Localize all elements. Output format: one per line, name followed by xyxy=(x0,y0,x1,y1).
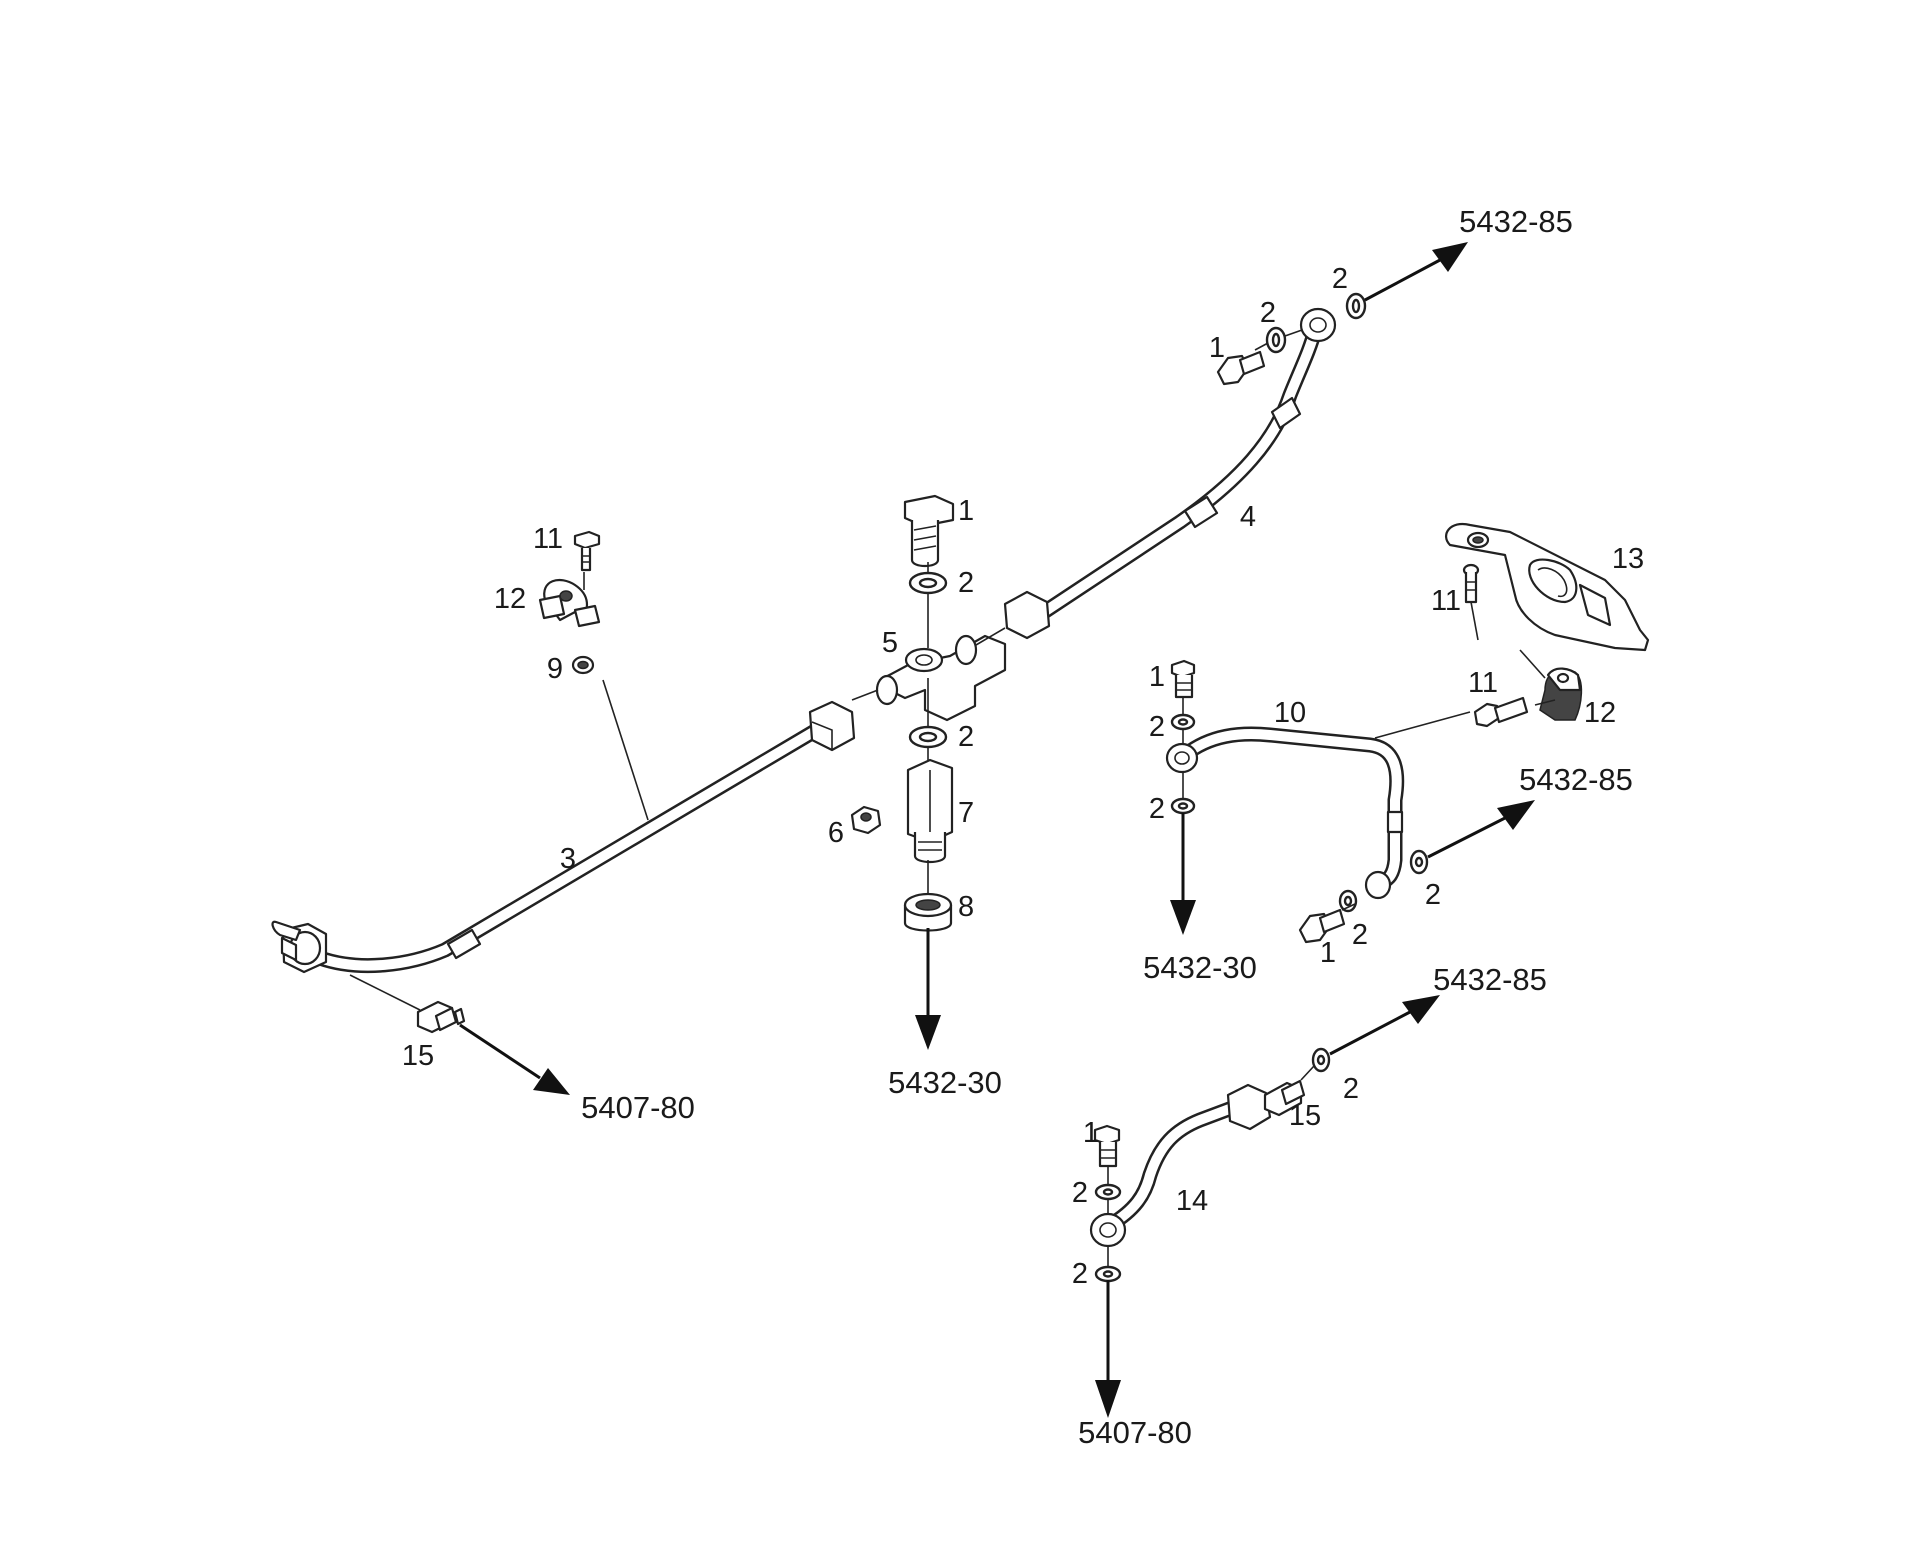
banjo-bolt-1-right xyxy=(1170,659,1196,699)
label-5: 5 xyxy=(882,627,898,659)
label-2-right-bottom: 2 xyxy=(1149,793,1165,825)
label-2-bottom-right: 2 xyxy=(1343,1073,1359,1105)
label-12-right: 12 xyxy=(1584,697,1616,729)
label-2-bottom-lower: 2 xyxy=(1072,1258,1088,1290)
pipe-4 xyxy=(1003,307,1337,640)
washers-2 xyxy=(908,292,1429,1283)
label-13: 13 xyxy=(1612,543,1644,575)
label-3: 3 xyxy=(560,843,576,875)
label-2-center-bottom: 2 xyxy=(958,721,974,753)
ref-top: 5432-85 xyxy=(1459,204,1573,239)
label-12-left: 12 xyxy=(494,583,526,615)
pipe-10 xyxy=(1165,726,1405,900)
label-1-upper: 1 xyxy=(1209,332,1225,364)
nut-6 xyxy=(850,805,882,835)
label-9: 9 xyxy=(547,653,563,685)
banjo-bolt-1-lower xyxy=(1298,908,1346,944)
label-2-upper-a: 2 xyxy=(1260,297,1276,329)
label-1-right: 1 xyxy=(1149,661,1165,693)
label-4: 4 xyxy=(1240,501,1256,533)
sensor-7 xyxy=(906,758,954,864)
label-11-left: 11 xyxy=(533,523,563,555)
clamp-group-right xyxy=(1473,667,1583,728)
label-11-upper-right: 11 xyxy=(1431,585,1461,617)
banjo-bolt-1-center xyxy=(903,494,955,568)
label-10: 10 xyxy=(1274,697,1306,729)
bolt-11-upper-right xyxy=(1462,563,1480,604)
label-1-center: 1 xyxy=(958,495,974,527)
label-2-pipe10-end: 2 xyxy=(1425,879,1441,911)
ref-bottom: 5407-80 xyxy=(1078,1415,1192,1450)
ref-low-right: 5432-85 xyxy=(1433,962,1547,997)
seal-8 xyxy=(903,892,953,932)
label-8: 8 xyxy=(958,891,974,923)
fitting-15-right xyxy=(1263,1079,1306,1117)
fitting-15-left xyxy=(416,1000,466,1034)
reference-arrows xyxy=(459,242,1535,1418)
part-labels: 1 2 2 1 2 5 2 7 6 8 4 3 11 12 9 15 13 11… xyxy=(402,263,1644,1290)
label-14: 14 xyxy=(1176,1185,1208,1217)
leader-lines xyxy=(349,329,1556,1267)
label-2-right-top: 2 xyxy=(1149,711,1165,743)
label-7: 7 xyxy=(958,797,974,829)
bracket-13 xyxy=(1445,522,1650,652)
label-1-pipe10-bolt: 1 xyxy=(1320,937,1336,969)
label-2-center-top: 2 xyxy=(958,567,974,599)
union-5 xyxy=(875,634,1007,722)
reference-labels: 5432-85 5432-85 5432-85 5432-30 5432-30 … xyxy=(581,204,1633,1450)
banjo-bolt-1-upper xyxy=(1216,350,1266,386)
ref-left: 5407-80 xyxy=(581,1090,695,1125)
label-1-bottom: 1 xyxy=(1083,1117,1099,1149)
ref-center-down: 5432-30 xyxy=(888,1065,1002,1100)
pipe-3 xyxy=(271,700,856,974)
label-11-lower-right: 11 xyxy=(1468,667,1498,699)
clamp-group-left xyxy=(538,530,601,675)
label-2-bottom-top: 2 xyxy=(1072,1177,1088,1209)
label-2-pipe10-bolt: 2 xyxy=(1352,919,1368,951)
label-15-left: 15 xyxy=(402,1040,434,1072)
ref-right-down: 5432-30 xyxy=(1143,950,1257,985)
label-6: 6 xyxy=(828,817,844,849)
label-2-upper-b: 2 xyxy=(1332,263,1348,295)
pipe-14 xyxy=(1089,1083,1272,1248)
ref-mid-right: 5432-85 xyxy=(1519,762,1633,797)
label-15-right: 15 xyxy=(1289,1100,1321,1132)
